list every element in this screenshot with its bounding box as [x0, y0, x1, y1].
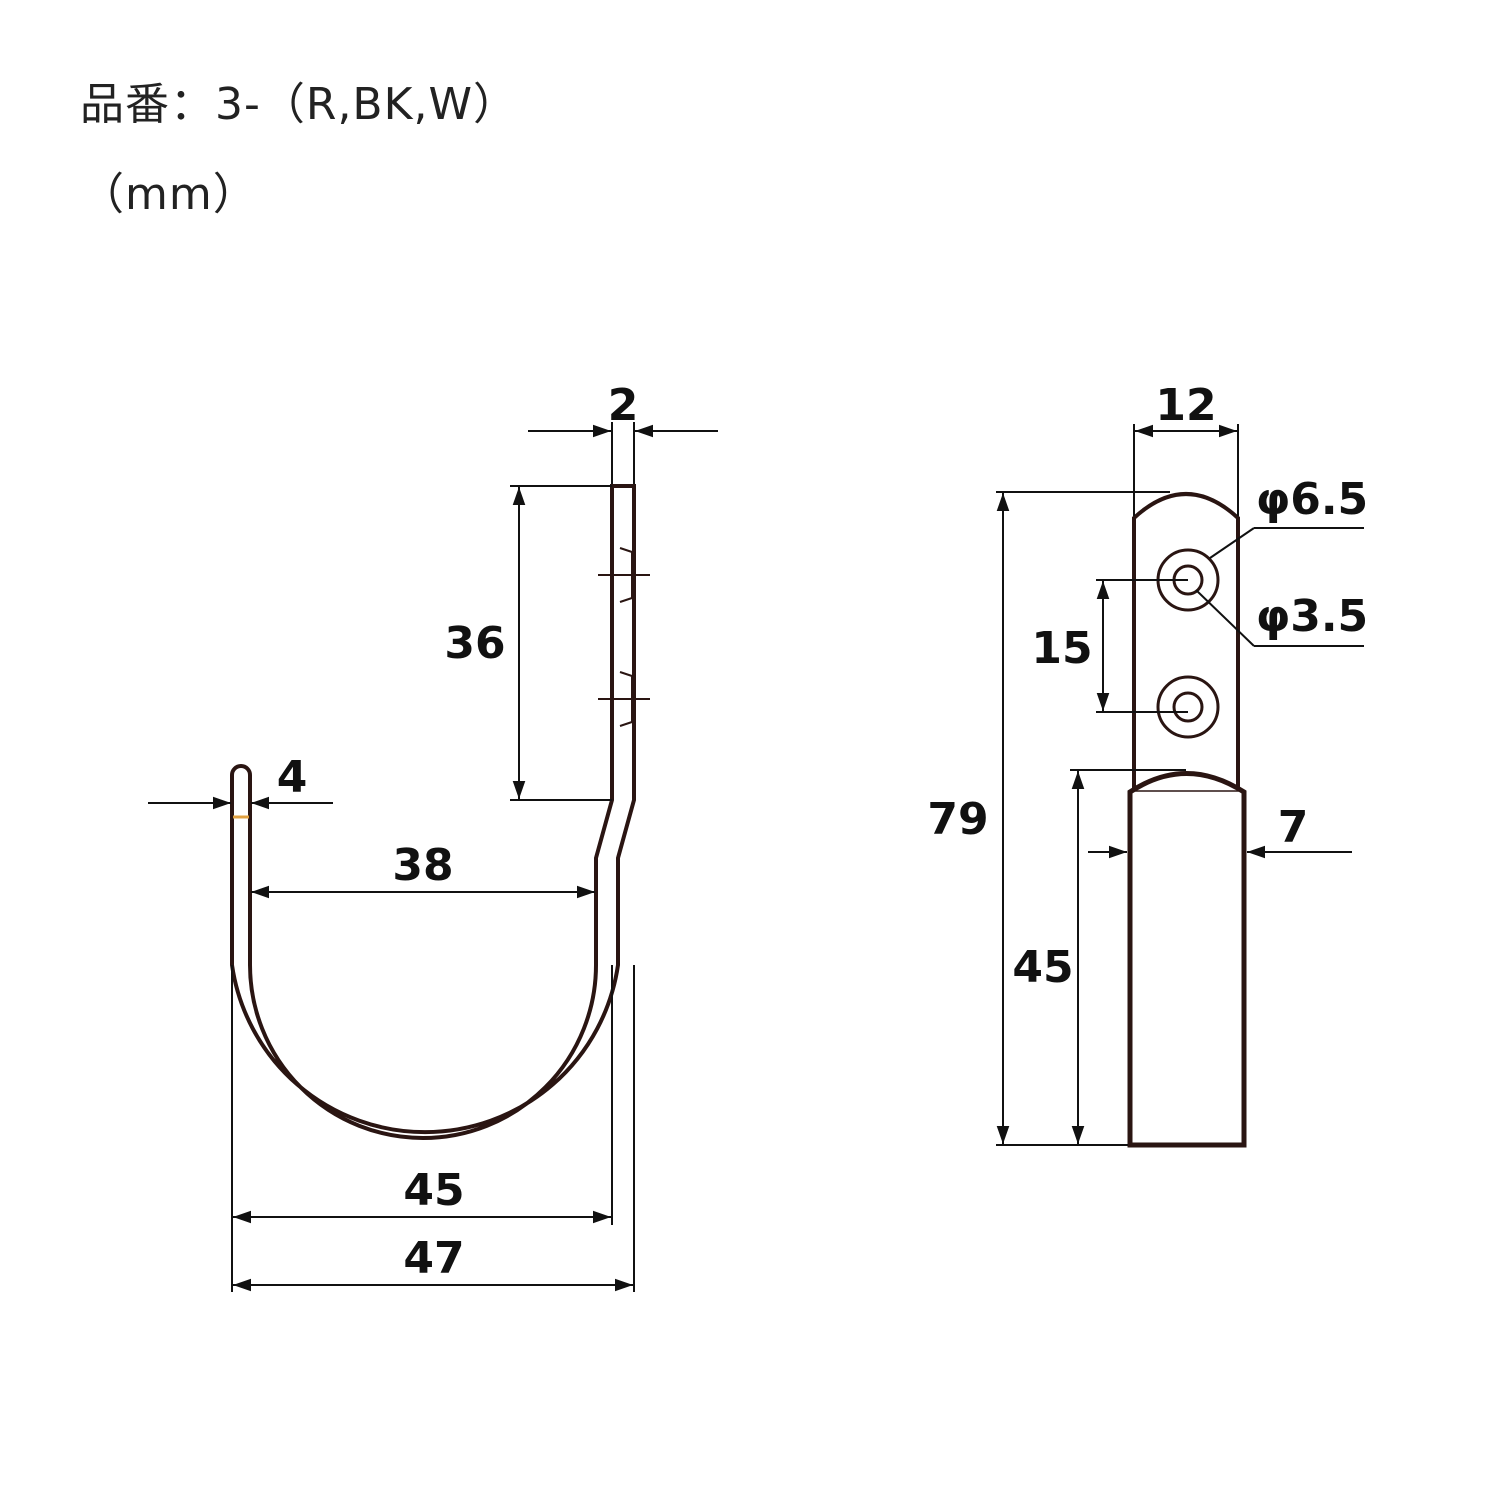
- dim-plate-width: 12: [1133, 380, 1239, 516]
- dim-total-height-label: 79: [927, 794, 988, 845]
- dim-mid-width: 45: [231, 965, 613, 1292]
- dim-tip-height-label: 45: [1012, 942, 1073, 993]
- product-number-title: 品番：3-（R,BK,W）: [80, 79, 518, 130]
- dim-thickness: 2: [528, 380, 718, 484]
- counterbore-label: φ6.5: [1256, 474, 1368, 525]
- dim-mount-length: 36: [444, 485, 612, 801]
- dim-inner-width-label: 38: [392, 840, 453, 891]
- dim-thickness-label: 2: [608, 380, 639, 431]
- dim-inner-width: 38: [251, 840, 595, 899]
- mount-plate: [1132, 492, 1240, 790]
- dim-hole-pitch: 15: [1031, 579, 1188, 713]
- dim-hole-pitch-label: 15: [1031, 623, 1092, 674]
- dim-wire-diameter-label: 4: [277, 752, 308, 803]
- hook-profile: [230, 484, 636, 1140]
- leader-hole: φ3.5: [1195, 589, 1368, 647]
- hole-label: φ3.5: [1256, 591, 1368, 642]
- mount-hole-upper: [598, 547, 650, 603]
- dim-tip-width: 7: [1088, 802, 1352, 859]
- dim-outer-width: 47: [233, 965, 635, 1292]
- mount-hole-lower: [598, 671, 650, 727]
- dim-mid-width-label: 45: [403, 1165, 464, 1216]
- dim-plate-width-label: 12: [1155, 380, 1216, 431]
- dim-total-height: 79: [927, 491, 1170, 1146]
- dim-wire-diameter: 4: [148, 752, 333, 810]
- dim-mount-length-label: 36: [444, 618, 505, 669]
- front-view: 12 φ6.5 φ3.5 15 79: [927, 380, 1368, 1148]
- unit-label: （mm）: [80, 169, 258, 220]
- side-view: 2 36 4 38 45: [148, 380, 718, 1292]
- dim-tip-width-label: 7: [1278, 802, 1309, 853]
- hole-lower: [1156, 675, 1220, 739]
- leader-counterbore: φ6.5: [1209, 474, 1368, 559]
- dim-tip-height: 45: [1012, 769, 1186, 1144]
- tip-cover: [1127, 771, 1247, 1148]
- dim-outer-width-label: 47: [403, 1233, 464, 1284]
